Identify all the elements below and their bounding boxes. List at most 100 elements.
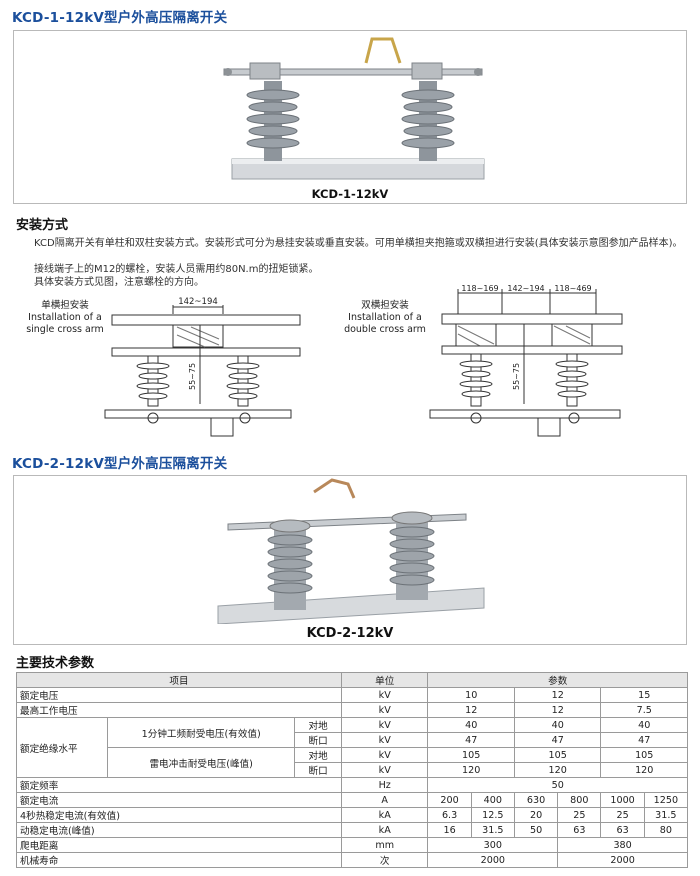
table-row: 动稳定电流(峰值) kA 16 31.5 50 63 63 80: [16, 822, 689, 838]
value-cell: 120: [600, 762, 688, 778]
value-cell: 40: [427, 717, 515, 733]
install-para-2-text: 接线端子上的M12的螺栓，安装人员需用约80N.m的扭矩锁紧。: [34, 264, 319, 275]
value-cell: 63: [557, 822, 602, 838]
value-cell: 200: [427, 792, 472, 808]
double-arm-label: 双横担安装 Installation of a double cross arm: [330, 300, 440, 336]
double-arm-label-cn: 双横担安装: [361, 300, 409, 311]
value-cell: 800: [557, 792, 602, 808]
value-cell: 120: [513, 762, 602, 778]
row-unit: kV: [340, 747, 429, 763]
table-row: 机械寿命 次 2000 2000: [16, 852, 688, 868]
value-cell: 31.5: [470, 822, 515, 838]
value-cell: 50: [513, 822, 559, 838]
value-cell: 80: [643, 822, 689, 838]
table-header-row: 项目 单位 参数: [16, 672, 688, 688]
value-cell: 47: [427, 732, 515, 748]
sub-label: 1分钟工频耐受电压(有效值): [107, 717, 296, 748]
value-cell: 6.3: [427, 807, 472, 823]
header-unit: 单位: [340, 672, 429, 688]
double-arm-label-en2: double cross arm: [344, 324, 426, 335]
value-cell: 50: [427, 777, 688, 793]
product-photo-kcd2: KCD-2-12kV: [13, 475, 687, 645]
value-cell: 10: [427, 687, 515, 703]
row-label: 额定电压: [16, 687, 342, 703]
value-cell: 47: [600, 732, 688, 748]
single-dim-side: 55~75: [188, 363, 197, 390]
value-cell: 120: [427, 762, 515, 778]
photo-caption-kcd1: KCD-1-12kV: [311, 187, 389, 201]
value-cell: 12: [427, 702, 515, 718]
value-cell: 25: [600, 807, 645, 823]
row-unit: kV: [340, 717, 429, 733]
table-row: 最高工作电压 kV 12 12 7.5: [16, 702, 688, 718]
single-arm-label: 单横担安装 Installation of a single cross arm: [10, 300, 120, 336]
single-arm-label-en2: single cross arm: [26, 324, 104, 335]
install-para-1: KCD隔离开关有单柱和双柱安装方式。安装形式可分为悬挂安装或垂直安装。可用单横担…: [16, 237, 690, 250]
table-row: 额定电流 A 200 400 630 800 1000 1250: [16, 792, 689, 808]
table-row: 断口 kV 120 120 120: [17, 762, 688, 778]
double-arm-diagram: 118~169 142~194 118~469 55~75: [429, 284, 623, 437]
single-arm-diagram: 142~194 55~75: [104, 297, 301, 437]
row-label: 额定绝缘水平: [15, 717, 109, 778]
install-para-1-text: KCD隔离开关有单柱和双柱安装方式。安装形式可分为悬挂安装或垂直安装。可用单横担…: [34, 238, 683, 249]
value-cell: 15: [600, 687, 688, 703]
row-unit: kA: [340, 822, 429, 838]
table-row: 额定频率 Hz 50: [16, 777, 688, 793]
single-dim-top: 142~194: [178, 297, 218, 307]
sub-label: 对地: [294, 717, 342, 733]
header-item: 项目: [16, 672, 342, 688]
row-unit: Hz: [340, 777, 429, 793]
section2-title: KCD-2-12kV型户外高压隔离开关: [12, 456, 228, 472]
value-cell: 40: [600, 717, 688, 733]
value-cell: 300: [427, 837, 559, 853]
row-unit: A: [340, 792, 429, 808]
double-dim-b: 142~194: [507, 284, 544, 293]
row-label: 额定频率: [16, 777, 342, 793]
table-row: 额定绝缘水平 1分钟工频耐受电压(有效值) 对地 kV 40 40 40: [15, 717, 688, 778]
row-label: 最高工作电压: [16, 702, 342, 718]
table-row: 额定电压 kV 10 12 15: [16, 687, 688, 703]
value-cell: 400: [470, 792, 515, 808]
row-unit: kA: [340, 807, 429, 823]
header-params: 参数: [427, 672, 688, 688]
kcd2-switch-illustration: [217, 478, 485, 625]
specs-heading: 主要技术参数: [16, 656, 95, 671]
photo-caption-kcd2: KCD-2-12kV: [306, 626, 394, 641]
sub-label: 对地: [294, 747, 342, 763]
value-cell: 105: [427, 747, 515, 763]
install-para-3-text: 具体安装方式见图，注意螺栓的方向。: [34, 277, 204, 288]
value-cell: 31.5: [643, 807, 689, 823]
value-cell: 25: [557, 807, 602, 823]
value-cell: 1250: [643, 792, 689, 808]
table-row: 雷电冲击耐受电压(峰值) 对地 kV 105 105 105: [17, 747, 688, 778]
value-cell: 1000: [600, 792, 645, 808]
value-cell: 12: [513, 687, 602, 703]
table-row: 爬电距离 mm 300 380: [16, 837, 688, 853]
double-dim-a: 118~169: [461, 284, 498, 293]
row-label: 爬电距离: [16, 837, 342, 853]
double-arm-label-en1: Installation of a: [348, 312, 422, 323]
install-heading: 安装方式: [16, 218, 69, 233]
row-unit: 次: [340, 852, 429, 868]
kcd1-switch-illustration: [223, 37, 485, 180]
product-photo-kcd1: KCD-1-12kV: [13, 30, 687, 204]
spec-table: 项目 单位 参数 额定电压 kV 10 12 15 最高工作电压 kV 12 1…: [15, 672, 689, 868]
table-row: 断口 kV 47 47 47: [17, 732, 688, 748]
install-para-2: 接线端子上的M12的螺栓，安装人员需用约80N.m的扭矩锁紧。: [16, 263, 690, 276]
row-label: 动稳定电流(峰值): [16, 822, 342, 838]
value-cell: 630: [513, 792, 559, 808]
value-cell: 2000: [427, 852, 559, 868]
value-cell: 2000: [557, 852, 688, 868]
value-cell: 12: [513, 702, 602, 718]
value-cell: 40: [513, 717, 602, 733]
single-arm-label-en1: Installation of a: [28, 312, 102, 323]
sub-label: 雷电冲击耐受电压(峰值): [107, 747, 296, 778]
row-label: 4秒热稳定电流(有效值): [16, 807, 342, 823]
value-cell: 47: [513, 732, 602, 748]
value-cell: 63: [600, 822, 645, 838]
double-dim-side: 55~75: [512, 363, 521, 390]
value-cell: 16: [427, 822, 472, 838]
value-cell: 12.5: [470, 807, 515, 823]
sub-label: 断口: [294, 732, 342, 748]
row-label: 机械寿命: [16, 852, 342, 868]
